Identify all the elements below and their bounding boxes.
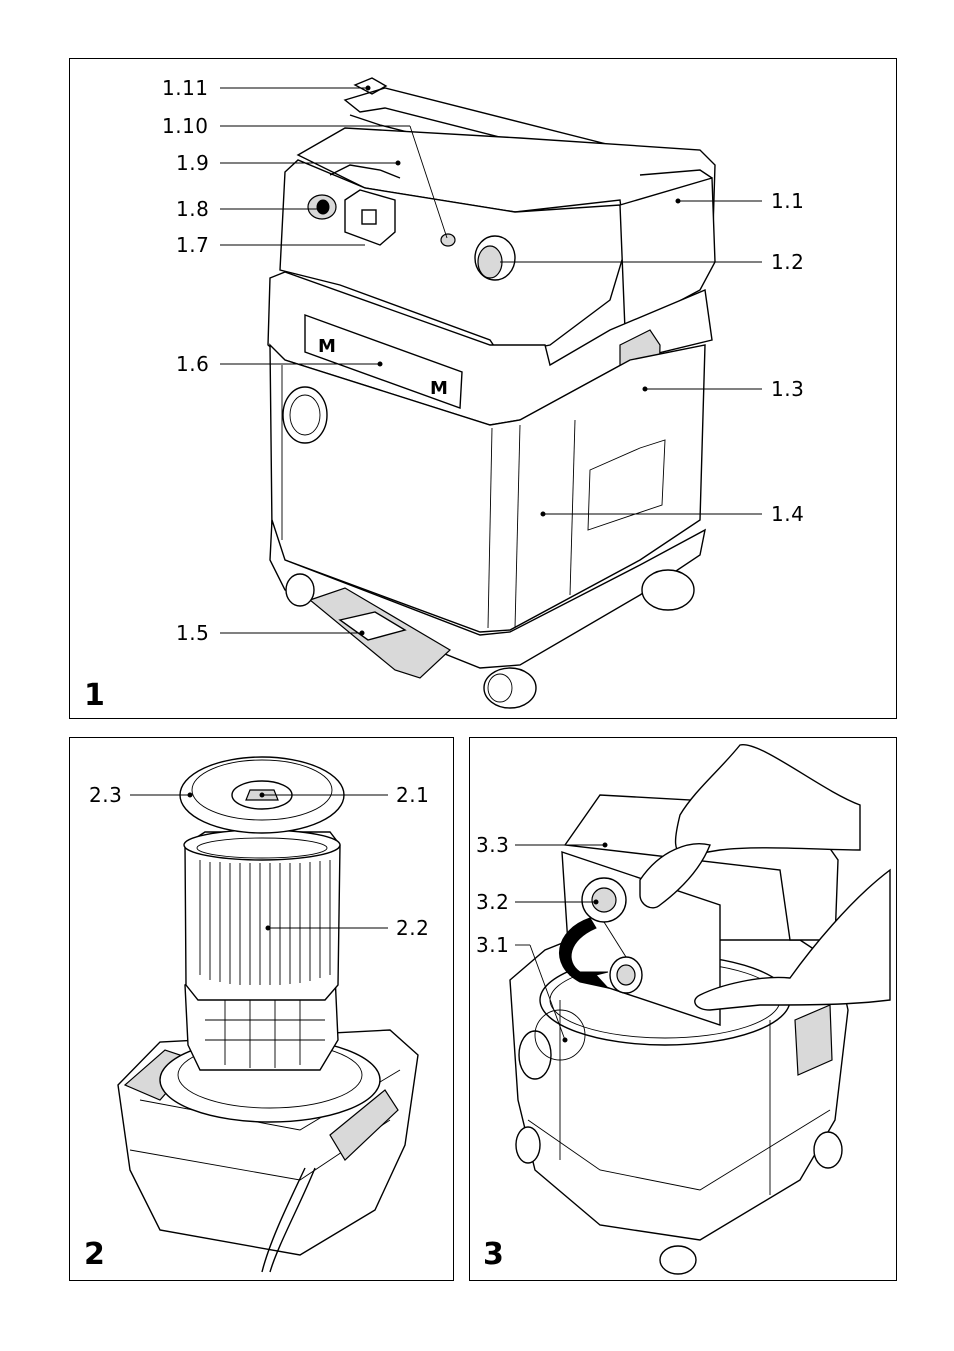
callout-1-6: 1.6 [176, 352, 210, 376]
callout-3-2: 3.2 [476, 890, 510, 914]
callout-1-7: 1.7 [176, 233, 210, 257]
callout-1-4: 1.4 [771, 502, 805, 526]
nameplate-letter: M [430, 378, 448, 399]
callout-1-11: 1.11 [162, 76, 209, 100]
callout-1-5: 1.5 [176, 621, 210, 645]
callout-1-8: 1.8 [176, 197, 210, 221]
figure-1-number: 1 [84, 678, 105, 713]
callout-2-1: 2.1 [396, 783, 430, 807]
callout-2-2: 2.2 [396, 916, 430, 940]
callout-1-1: 1.1 [771, 189, 805, 213]
callout-1-3: 1.3 [771, 377, 805, 401]
figure-2-number: 2 [84, 1237, 105, 1272]
figure-3-number: 3 [483, 1237, 504, 1272]
callout-3-3: 3.3 [476, 833, 510, 857]
callout-1-9: 1.9 [176, 151, 210, 175]
nameplate-letter: M [318, 336, 336, 357]
callout-1-10: 1.10 [162, 114, 209, 138]
callout-1-2: 1.2 [771, 250, 805, 274]
callout-3-1: 3.1 [476, 933, 510, 957]
callout-2-3: 2.3 [89, 783, 123, 807]
